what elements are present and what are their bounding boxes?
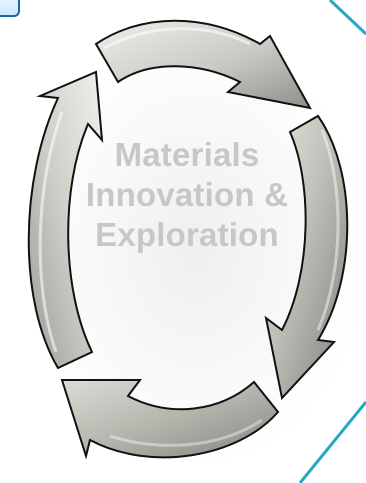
curved-arrow-icon xyxy=(94,19,312,110)
curved-arrow-icon xyxy=(60,379,280,460)
curved-arrow-icon xyxy=(27,70,104,370)
corner-badge xyxy=(0,0,20,17)
curved-arrow-icon xyxy=(264,114,349,401)
accent-line-bottom xyxy=(298,401,366,483)
center-label-line-1: Materials xyxy=(114,136,260,173)
center-label-line-3: Exploration xyxy=(95,216,279,253)
center-label: Materials Innovation & Exploration xyxy=(62,135,312,255)
accent-line-top xyxy=(328,0,366,36)
center-label-line-2: Innovation & xyxy=(85,176,289,213)
